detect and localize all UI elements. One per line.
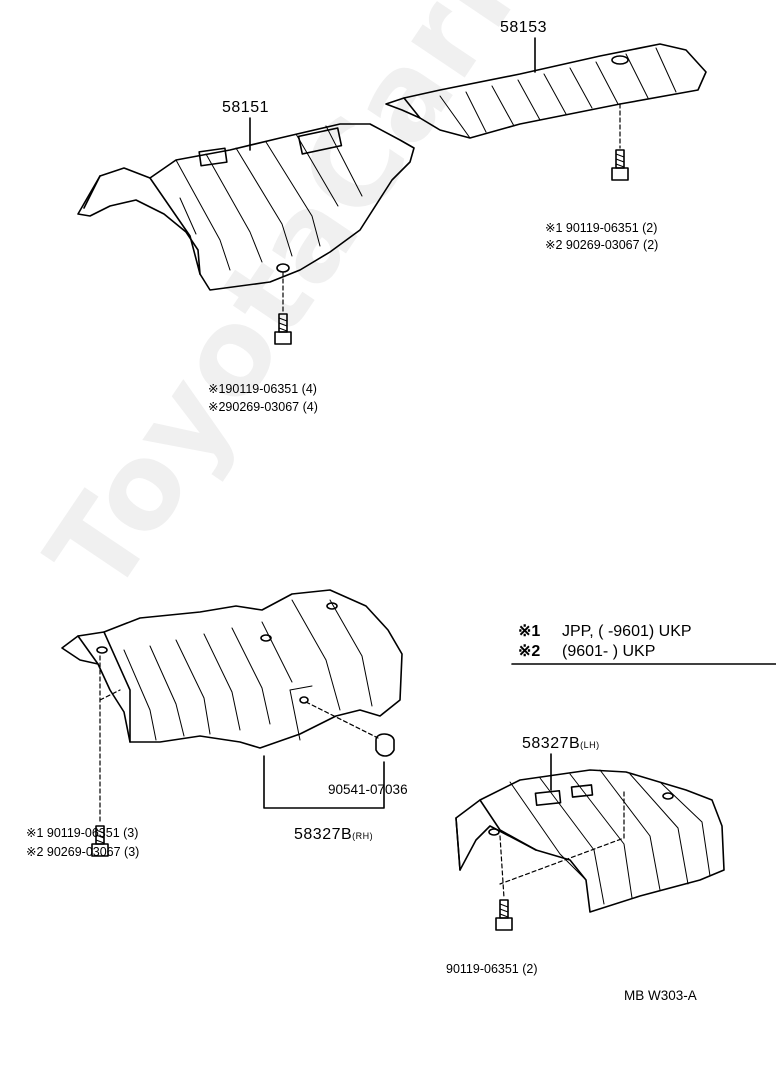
fastener-bottom-left-1: ※1 90119-06351 (3) bbox=[26, 826, 139, 840]
clip-90541-07036 bbox=[375, 733, 395, 757]
part-number-58151: 58151 bbox=[222, 99, 269, 116]
heat-shield-58153 bbox=[385, 43, 707, 149]
fastener-top-right-1: ※1 90119-06351 (2) bbox=[545, 221, 658, 235]
part-number-58327b-lh: 58327B(LH) bbox=[522, 736, 600, 752]
legend-mark-1: ※1 bbox=[518, 623, 541, 640]
fastener-top-left-1: ※190119-06351 (4) bbox=[208, 382, 317, 396]
fastener-bottom-right: 90119-06351 (2) bbox=[446, 962, 538, 976]
legend-text-2: (9601- ) UKP bbox=[562, 643, 656, 660]
bracket-58327b-rh bbox=[263, 755, 385, 809]
part-number-58327b-rh-suffix: (RH) bbox=[352, 831, 374, 841]
bolt-top-left bbox=[274, 313, 292, 345]
part-number-58327b-rh-base: 58327B bbox=[294, 826, 353, 843]
heat-shield-58327b-rh bbox=[61, 589, 403, 825]
heat-shield-58327b-lh bbox=[455, 769, 725, 913]
legend-text-1: JPP, ( -9601) UKP bbox=[562, 623, 692, 640]
bolt-bottom-left bbox=[91, 825, 109, 857]
part-number-58327b-lh-suffix: (LH) bbox=[580, 740, 600, 750]
heat-shield-58151 bbox=[77, 123, 415, 313]
fastener-top-left-2: ※290269-03067 (4) bbox=[208, 400, 318, 414]
part-number-58153: 58153 bbox=[500, 19, 547, 36]
part-number-90541: 90541-07036 bbox=[328, 782, 408, 797]
fastener-top-right-2: ※2 90269-03067 (2) bbox=[545, 238, 659, 252]
fastener-bottom-left-2: ※2 90269-03067 (3) bbox=[26, 845, 140, 859]
part-number-58327b-rh: 58327B(RH) bbox=[294, 827, 373, 843]
bolt-top-right bbox=[611, 149, 629, 181]
part-number-58327b-lh-base: 58327B bbox=[522, 735, 581, 752]
diagram-code: MB W303-A bbox=[624, 988, 697, 1003]
bolt-bottom-right bbox=[495, 899, 513, 931]
legend-mark-2: ※2 bbox=[518, 643, 541, 660]
